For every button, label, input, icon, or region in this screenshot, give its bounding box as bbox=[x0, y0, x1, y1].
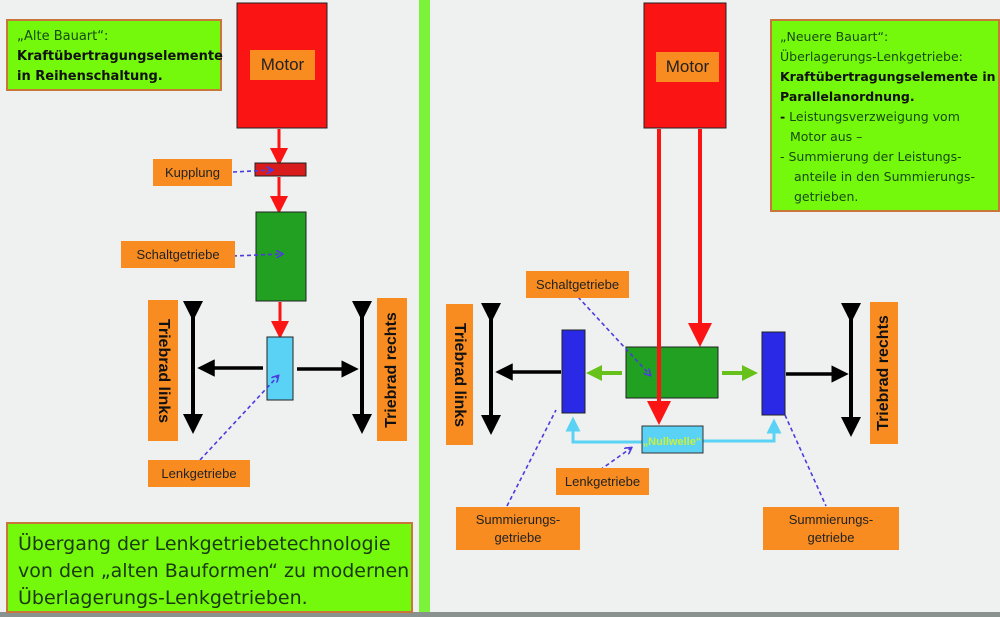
left-lenkgetriebe-label: Lenkgetriebe bbox=[148, 460, 250, 487]
left-motor-label: Motor bbox=[250, 50, 315, 80]
right-motor-label: Motor bbox=[656, 52, 719, 82]
summary-note: Übergang der Lenkgetriebetechnologie von… bbox=[6, 522, 413, 613]
right-note-line5: - Leistungsverzweigung vom bbox=[780, 107, 998, 127]
left-steering-gear-block bbox=[266, 336, 294, 401]
right-triebrad-links-label: Triebrad links bbox=[446, 304, 473, 445]
bottom-edge bbox=[0, 612, 1000, 617]
right-note-line9: getrieben. bbox=[794, 189, 859, 204]
right-lenkgetriebe-label: Lenkgetriebe bbox=[556, 468, 649, 495]
nullwelle-label: „Nullwelle“ bbox=[643, 436, 702, 448]
right-summierungsgetriebe-right-label: Summierungs- getriebe bbox=[763, 507, 899, 550]
right-note-dash: - bbox=[780, 109, 786, 124]
right-schaltgetriebe-label: Schaltgetriebe bbox=[526, 271, 629, 298]
right-summierungsgetriebe-right-pointer bbox=[784, 414, 827, 507]
left-note-line2: Kraftübertragungselemente bbox=[17, 47, 223, 67]
right-lenkgetriebe-pointer bbox=[599, 448, 631, 471]
summary-line3: Überlagerungs-Lenkgetrieben. bbox=[18, 587, 308, 609]
right-note-line3: Kraftübertragungselemente in bbox=[780, 67, 998, 87]
left-panel-old-design bbox=[0, 0, 418, 612]
right-triebrad-rechts-label: Triebrad rechts bbox=[870, 302, 898, 444]
left-note-title: „Alte Bauart“: bbox=[17, 29, 109, 44]
left-triebrad-links-label: Triebrad links bbox=[148, 300, 178, 441]
panel-divider bbox=[419, 0, 430, 612]
right-summierungsgetriebe-left-label: Summierungs- getriebe bbox=[456, 507, 580, 550]
right-note-line5-text: Leistungsverzweigung vom bbox=[785, 109, 960, 124]
left-note-bold-1: Kraftübertragungselemente bbox=[17, 49, 223, 64]
summary-line1: Übergang der Lenkgetriebetechnologie bbox=[18, 533, 391, 555]
right-note-title: „Neuere Bauart“: bbox=[780, 29, 889, 44]
left-triebrad-links-text: Triebrad links bbox=[155, 318, 173, 423]
left-note-line3: in Reihenschaltung. bbox=[17, 67, 220, 87]
left-lenkgetriebe-pointer bbox=[199, 376, 278, 461]
right-triebrad-links-text: Triebrad links bbox=[451, 322, 469, 427]
right-note-bold-1: Kraftübertragungselemente in bbox=[780, 69, 996, 84]
right-new-design-note: „Neuere Bauart“: Überlagerungs-Lenkgetri… bbox=[770, 19, 1000, 212]
left-triebrad-rechts-text: Triebrad rechts bbox=[383, 311, 401, 428]
left-note-bold-2: in Reihenschaltung. bbox=[17, 69, 163, 84]
left-gearbox-block bbox=[255, 211, 307, 302]
nullwelle-to-left-summing-line bbox=[565, 416, 642, 444]
right-note-line2: Überlagerungs-Lenkgetriebe: bbox=[780, 49, 963, 64]
left-schaltgetriebe-label: Schaltgetriebe bbox=[121, 241, 235, 268]
right-gearbox-block bbox=[625, 346, 719, 399]
nullwelle-block bbox=[641, 425, 704, 454]
left-schaltgetriebe-pointer bbox=[232, 254, 282, 256]
left-kupplung-label: Kupplung bbox=[153, 159, 232, 186]
right-summing-gear-right bbox=[761, 331, 786, 416]
right-note-line6: Motor aus – bbox=[790, 129, 863, 144]
right-note-line8: anteile in den Summierungs- bbox=[794, 169, 975, 184]
left-triebrad-rechts-label: Triebrad rechts bbox=[377, 298, 407, 441]
right-summierungsgetriebe-left-pointer bbox=[506, 409, 557, 507]
right-triebrad-rechts-text: Triebrad rechts bbox=[875, 315, 893, 431]
left-old-design-note: „Alte Bauart“: Kraftübertragungselemente… bbox=[6, 19, 223, 91]
nullwelle-to-right-summing-line bbox=[702, 418, 782, 443]
right-note-line4: Parallelanordnung. bbox=[780, 87, 998, 107]
summary-line2: von den „alten Bauformen“ zu modernen bbox=[18, 560, 410, 582]
right-summing-gear-left bbox=[561, 329, 586, 414]
left-clutch-block bbox=[254, 162, 307, 177]
right-note-line7: - Summierung der Leistungs- bbox=[780, 149, 962, 164]
right-schaltgetriebe-pointer bbox=[577, 296, 650, 375]
right-note-bold-2: Parallelanordnung. bbox=[780, 89, 915, 104]
